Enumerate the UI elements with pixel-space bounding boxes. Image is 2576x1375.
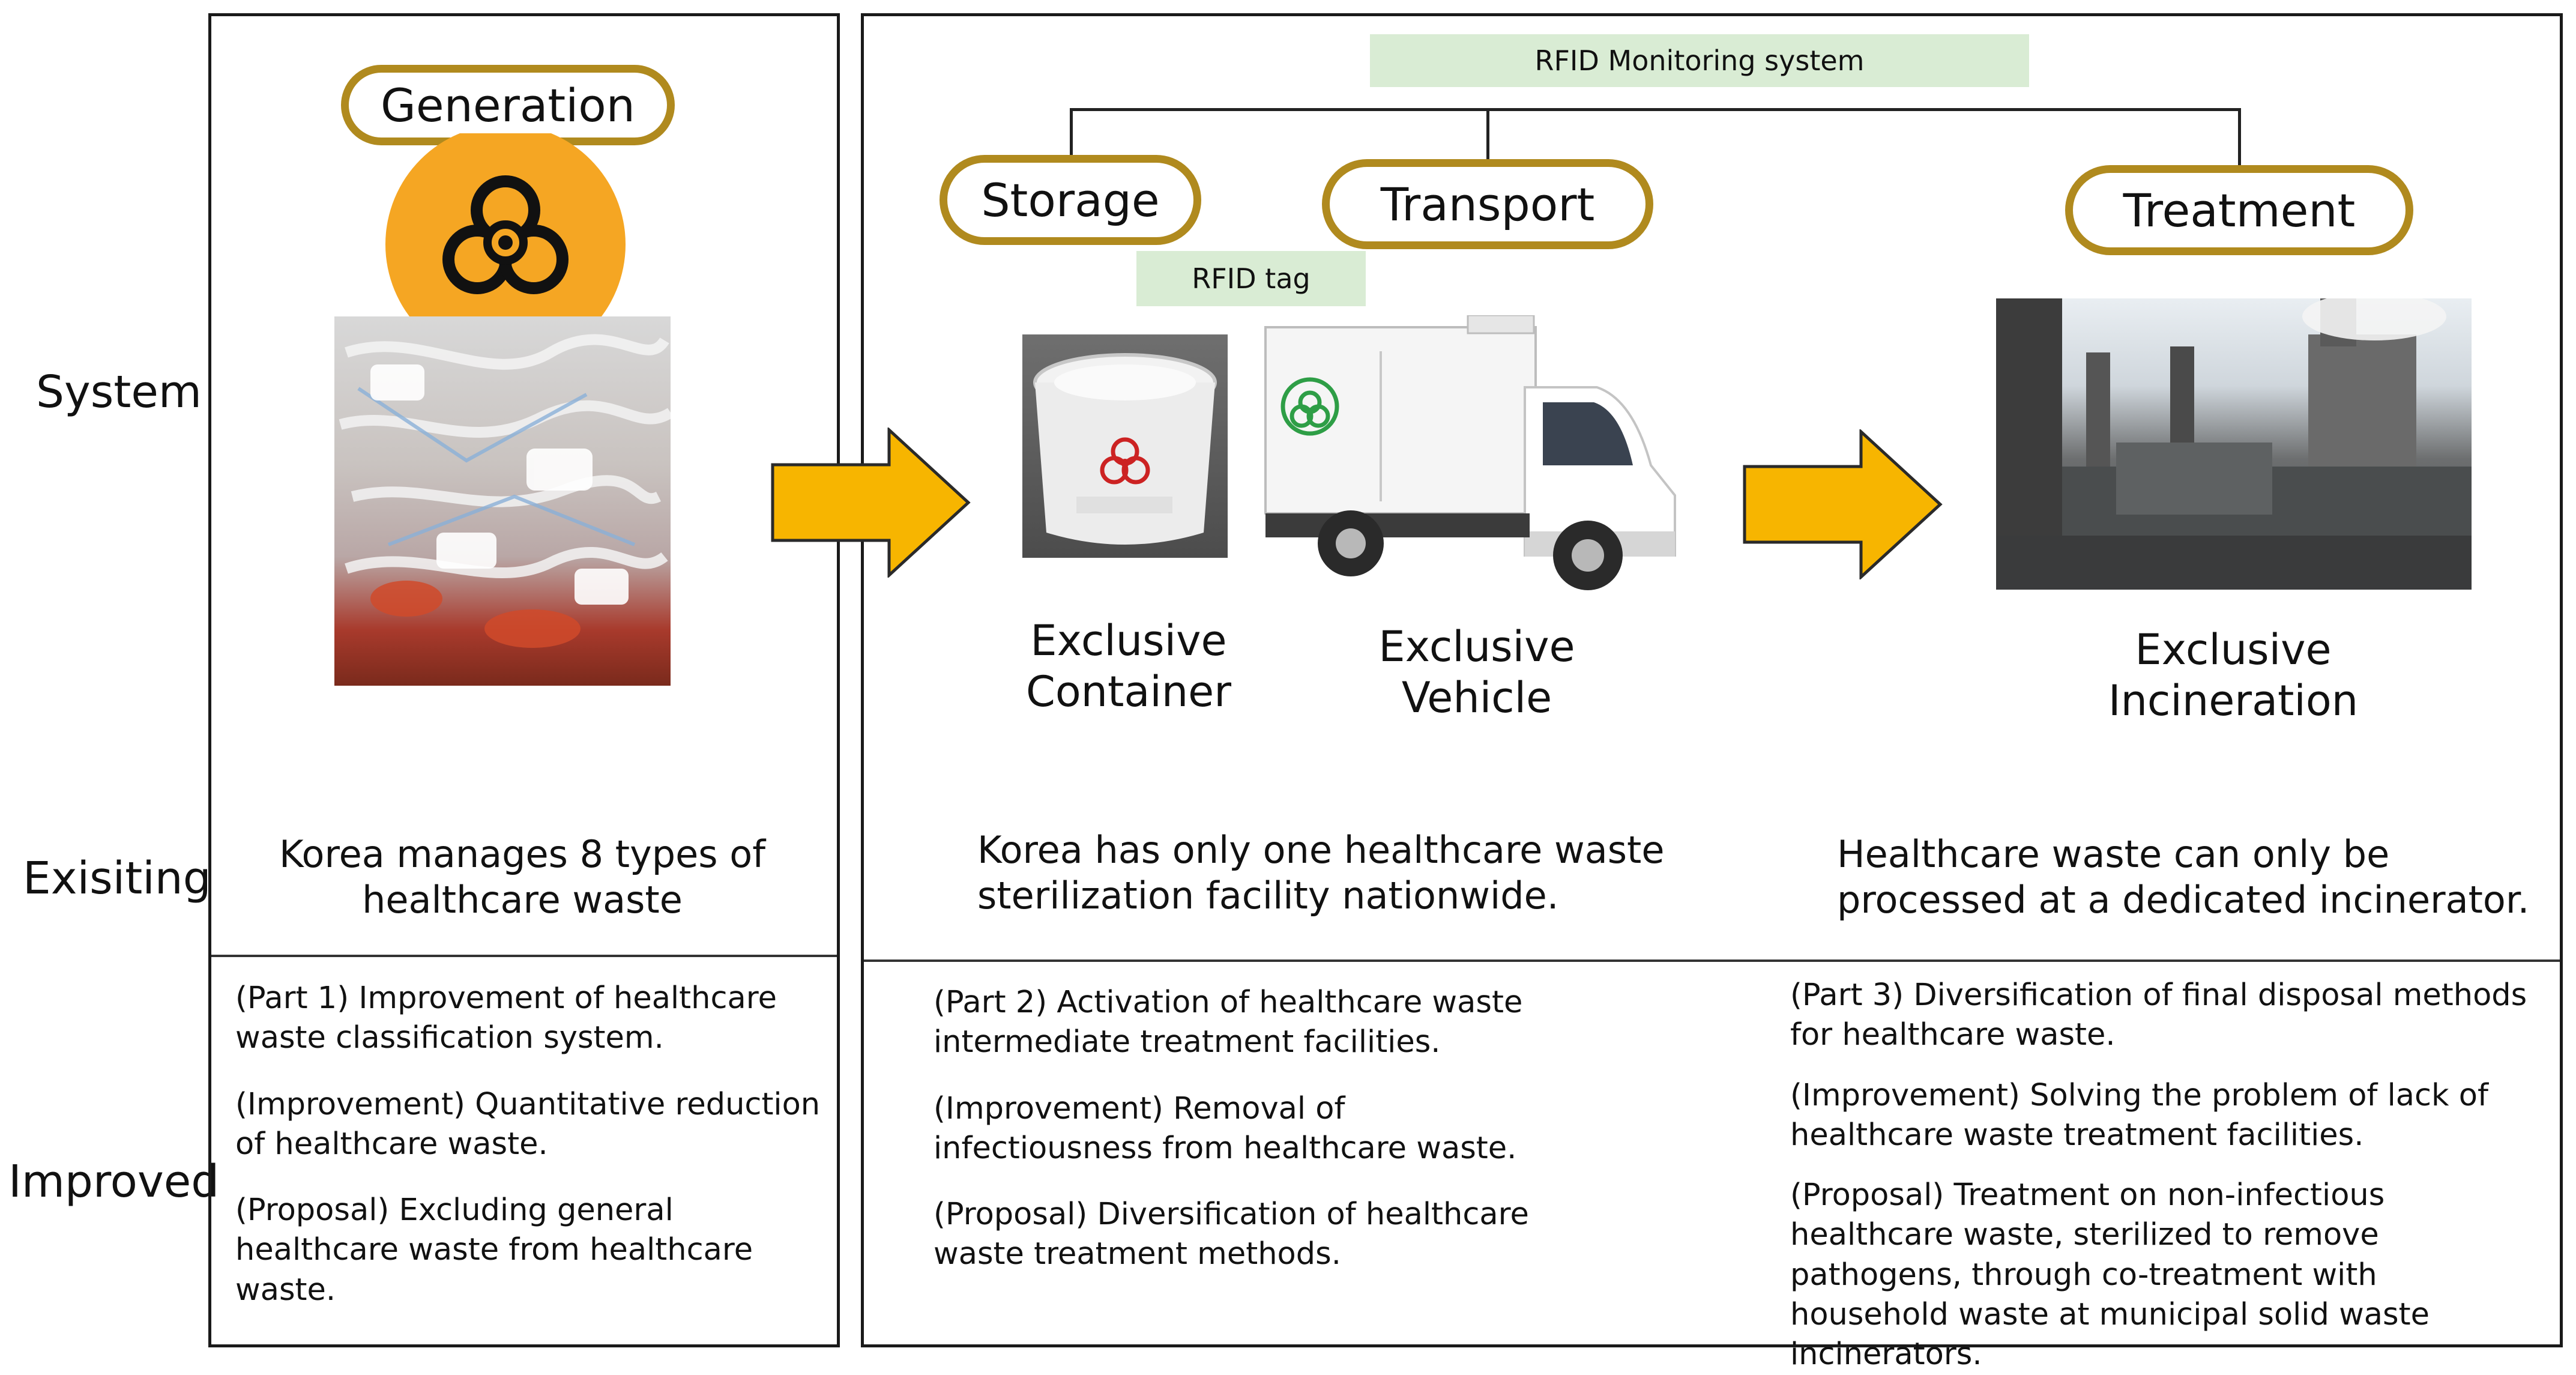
stage-transport: Transport [1322,159,1653,249]
improved-part1: (Part 1) Improvement of healthcare waste… [235,979,830,1337]
existing-left-text: Korea manages 8 types of healthcare wast… [279,832,766,922]
caption-exclusive-vehicle: Exclusive Vehicle [1378,622,1575,723]
arrow-right-icon [771,428,971,578]
monitoring-connector-treatment [2238,108,2241,168]
medical-waste-photo [334,316,671,686]
panel-storage-transport-treatment [861,13,2563,1347]
vehicle-illustration [1264,315,1676,590]
part3-improvement: (Improvement) Solving the problem of lac… [1790,1077,2488,1153]
incinerator-photo [1996,298,2472,590]
part1-improvement: (Improvement) Quantitative reduction of … [235,1086,821,1162]
existing-right-text: Healthcare waste can only be processed a… [1837,832,2530,922]
stage-treatment: Treatment [2065,165,2413,255]
existing-middle-text: Korea has only one healthcare waste ster… [977,828,1665,917]
rfid-tag-label: RFID tag [1136,251,1366,306]
improved-part2: (Part 2) Activation of healthcare waste … [934,983,1534,1301]
part3-proposal: (Proposal) Treatment on non-infectious h… [1790,1177,2430,1373]
divider-left [211,955,837,957]
biohazard-icon [385,133,626,331]
stage-storage: Storage [940,155,1201,245]
monitoring-connector-transport [1486,108,1489,159]
part2-improvement: (Improvement) Removal of infectiousness … [934,1090,1517,1166]
caption-exclusive-container: Exclusive Container [1025,616,1232,717]
improved-part3: (Part 3) Diversification of final dispos… [1790,976,2535,1375]
caption-exclusive-incineration: Exclusive Incineration [2108,625,2359,726]
row-label-improved: Improved [8,1156,220,1207]
rfid-monitoring-system-label: RFID Monitoring system [1370,34,2029,87]
arrow-right-icon [1743,429,1943,579]
panel-generation [208,13,840,1347]
part3-description: (Part 3) Diversification of final dispos… [1790,978,2527,1053]
container-photo [1022,334,1228,558]
part2-proposal: (Proposal) Diversification of healthcare… [934,1197,1529,1272]
part2-description: (Part 2) Activation of healthcare waste … [934,985,1523,1060]
monitoring-connector-storage [1070,108,1073,156]
monitoring-connector-horizontal [1070,108,2241,111]
part1-description: (Part 1) Improvement of healthcare waste… [235,981,777,1056]
part1-proposal: (Proposal) Excluding general healthcare … [235,1192,753,1308]
row-label-existing: Exisiting [23,853,211,904]
divider-right [864,959,2560,962]
row-label-system: System [36,366,202,418]
